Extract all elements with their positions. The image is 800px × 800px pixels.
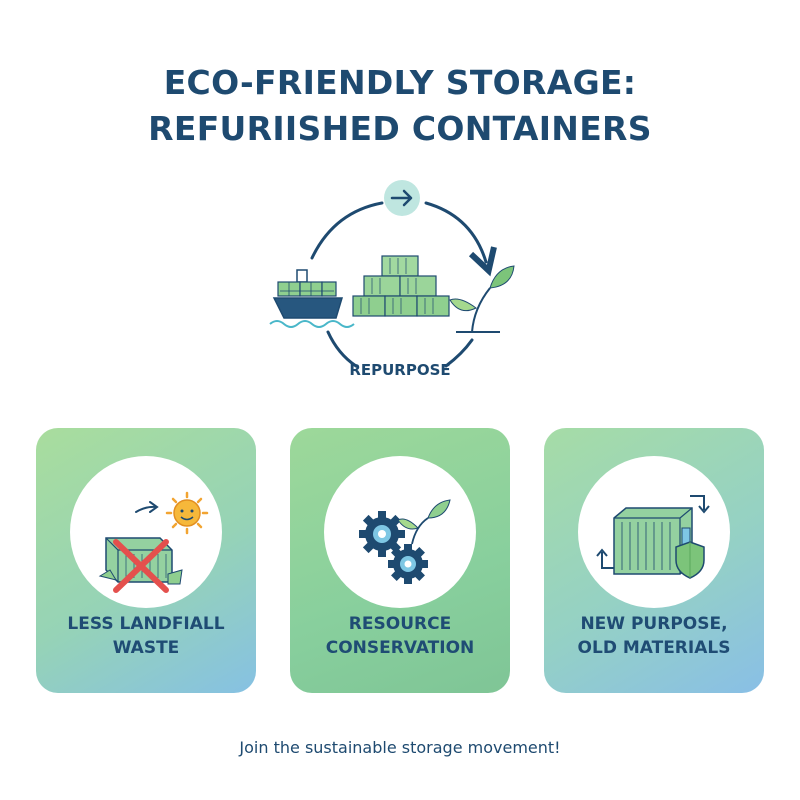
footer-tagline: Join the sustainable storage movement!: [239, 738, 561, 757]
container-icon: [613, 507, 693, 575]
sun-icon: [165, 491, 209, 535]
card-label-line-2: WASTE: [112, 638, 180, 658]
cycle-arc-lower-right: [444, 338, 474, 368]
card-label-line-1: NEW PURPOSE,: [580, 614, 728, 634]
arrow-right-icon: [384, 180, 420, 216]
title-line-1: ECO-FRIENDLY STORAGE:: [163, 63, 637, 102]
cycle-label: REPURPOSE: [349, 361, 450, 379]
page-title: ECO-FRIENDLY STORAGE: REFURIISHED CONTAI…: [0, 60, 800, 152]
cargo-ship-icon: [269, 269, 355, 328]
benefit-card-landfill: LESS LANDFIALL WASTE: [36, 428, 256, 693]
card-label: RESOURCE CONSERVATION: [290, 612, 510, 660]
sprout-icon: [449, 265, 515, 333]
card-icon-circle: [578, 456, 730, 608]
cycle-arc-upper-right: [424, 201, 486, 262]
card-label-line-2: OLD MATERIALS: [577, 638, 731, 658]
card-label: LESS LANDFIALL WASTE: [36, 612, 256, 660]
card-label-line-1: RESOURCE: [348, 614, 452, 634]
card-icon-circle: [324, 456, 476, 608]
cycle-arrows-icon: [596, 495, 710, 569]
leaf-icon: [397, 499, 451, 545]
card-label: NEW PURPOSE, OLD MATERIALS: [544, 612, 764, 660]
cycle-arc-lower-left: [326, 330, 358, 368]
repurpose-cycle-diagram: REPURPOSE: [269, 180, 515, 379]
card-icon-circle: [70, 456, 222, 608]
benefit-card-resources: RESOURCE CONSERVATION: [290, 428, 510, 693]
shield-icon: [675, 541, 705, 579]
gears-icon: [359, 511, 428, 584]
benefit-card-purpose: NEW PURPOSE, OLD MATERIALS: [544, 428, 764, 693]
arrow-icon: [135, 501, 159, 513]
card-label-line-2: CONSERVATION: [325, 638, 475, 658]
title-line-2: REFURIISHED CONTAINERS: [148, 109, 652, 148]
container-crossed-icon: [98, 537, 183, 593]
card-label-line-1: LESS LANDFIALL: [67, 614, 225, 634]
stacked-containers-icon: [352, 255, 450, 317]
cycle-arc-upper-left: [310, 201, 384, 260]
